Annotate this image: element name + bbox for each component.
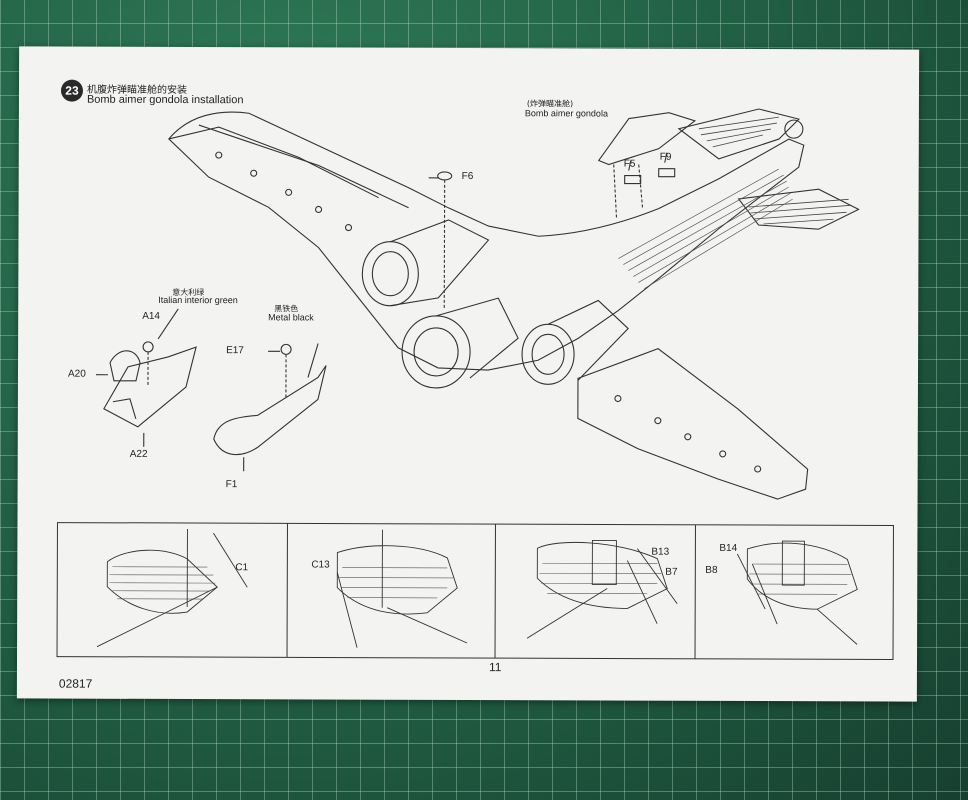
label-f9: F9 xyxy=(659,151,672,163)
right-wing xyxy=(577,348,809,500)
gondola-label-en: Bomb aimer gondola xyxy=(524,108,608,119)
page-number: 11 xyxy=(488,660,502,675)
aircraft-line-drawing xyxy=(56,108,894,660)
label-a20: A20 xyxy=(67,368,86,380)
instruction-sheet: 23 机腹炸弹瞄准舱的安装 Bomb aimer gondola install… xyxy=(16,46,920,702)
subpanel-3-drawing xyxy=(526,539,678,639)
label-b8: B8 xyxy=(705,564,718,576)
part-f5 xyxy=(624,174,642,185)
label-f6: F6 xyxy=(461,170,474,183)
tail-wheel xyxy=(784,119,804,139)
subpanel-2-drawing xyxy=(336,529,468,648)
label-e17: E17 xyxy=(226,345,244,357)
part-f9 xyxy=(658,168,676,178)
part-f6 xyxy=(437,171,453,181)
subpanel-1-drawing xyxy=(96,529,248,648)
italian-green-en: Italian interior green xyxy=(158,294,238,306)
fuselage-wing-outline xyxy=(168,111,805,371)
kit-code: 02817 xyxy=(58,676,93,691)
label-a22: A22 xyxy=(129,448,148,460)
seat-assembly-a xyxy=(103,346,197,428)
label-b13: B13 xyxy=(651,546,670,558)
label-a14: A14 xyxy=(142,310,161,322)
part-e17 xyxy=(280,343,292,355)
bomb-aimer-gondola-part xyxy=(597,112,697,166)
label-f1: F1 xyxy=(225,479,238,491)
horizontal-stabilizer xyxy=(737,188,860,230)
center-engine-nacelle xyxy=(401,315,471,389)
label-c13: C13 xyxy=(311,559,330,571)
label-c1: C1 xyxy=(235,562,249,574)
vertical-fin xyxy=(677,108,800,160)
label-f5: F5 xyxy=(623,158,636,170)
subpanel-4-drawing xyxy=(736,540,858,645)
label-b7: B7 xyxy=(665,566,678,578)
part-a14 xyxy=(142,341,154,353)
subpanel-frame xyxy=(56,522,894,660)
metal-black-en: Metal black xyxy=(268,312,314,323)
label-b14: B14 xyxy=(719,542,738,554)
part-a20 xyxy=(109,350,141,382)
gondola-part-f1 xyxy=(213,365,327,455)
